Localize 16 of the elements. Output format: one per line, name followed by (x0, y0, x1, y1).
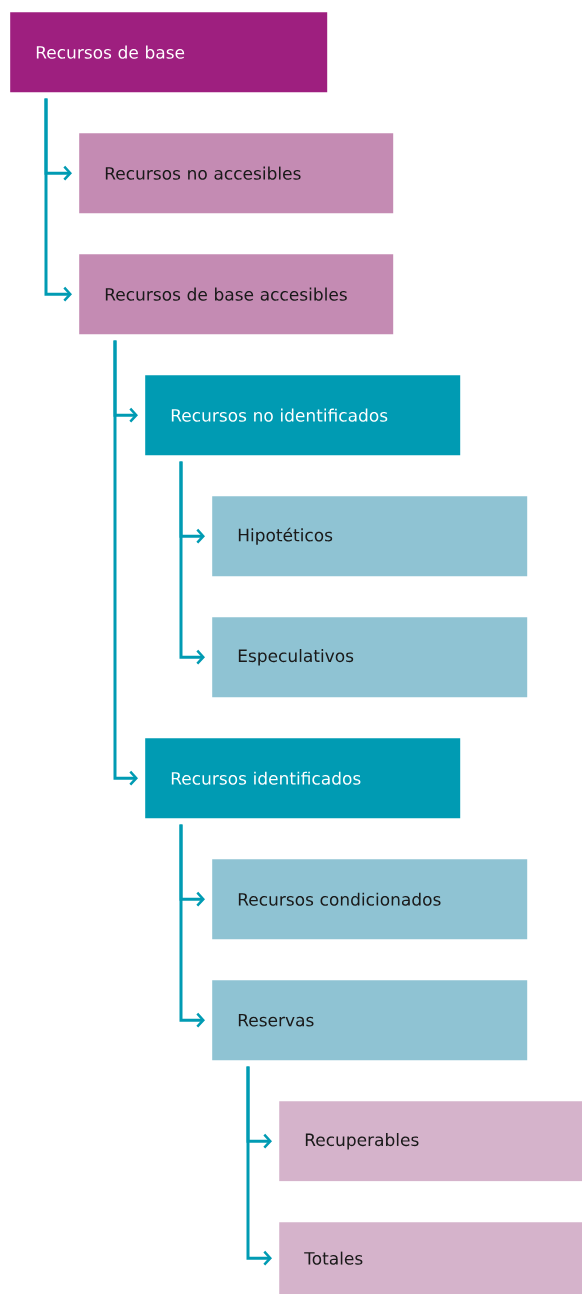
arrow (179, 461, 205, 665)
category-box: Especulativos (212, 617, 528, 698)
arrow (246, 1066, 272, 1266)
arrow (44, 98, 72, 302)
category-box: Recursos identificados (145, 738, 461, 819)
category-box: Totales (279, 1222, 582, 1294)
category-box: Recursos condicionados (212, 859, 528, 940)
category-box: Recursos de base (10, 12, 328, 93)
category-box: Recursos no accesibles (79, 133, 394, 214)
category-box: Recuperables (279, 1101, 582, 1182)
category-box: Hipotéticos (212, 496, 528, 577)
category-box: Recursos no identificados (145, 375, 461, 456)
arrow (113, 340, 138, 786)
category-box: Reservas (212, 980, 528, 1061)
category-box: Recursos de base accesibles (79, 254, 394, 335)
arrow (179, 824, 205, 1028)
